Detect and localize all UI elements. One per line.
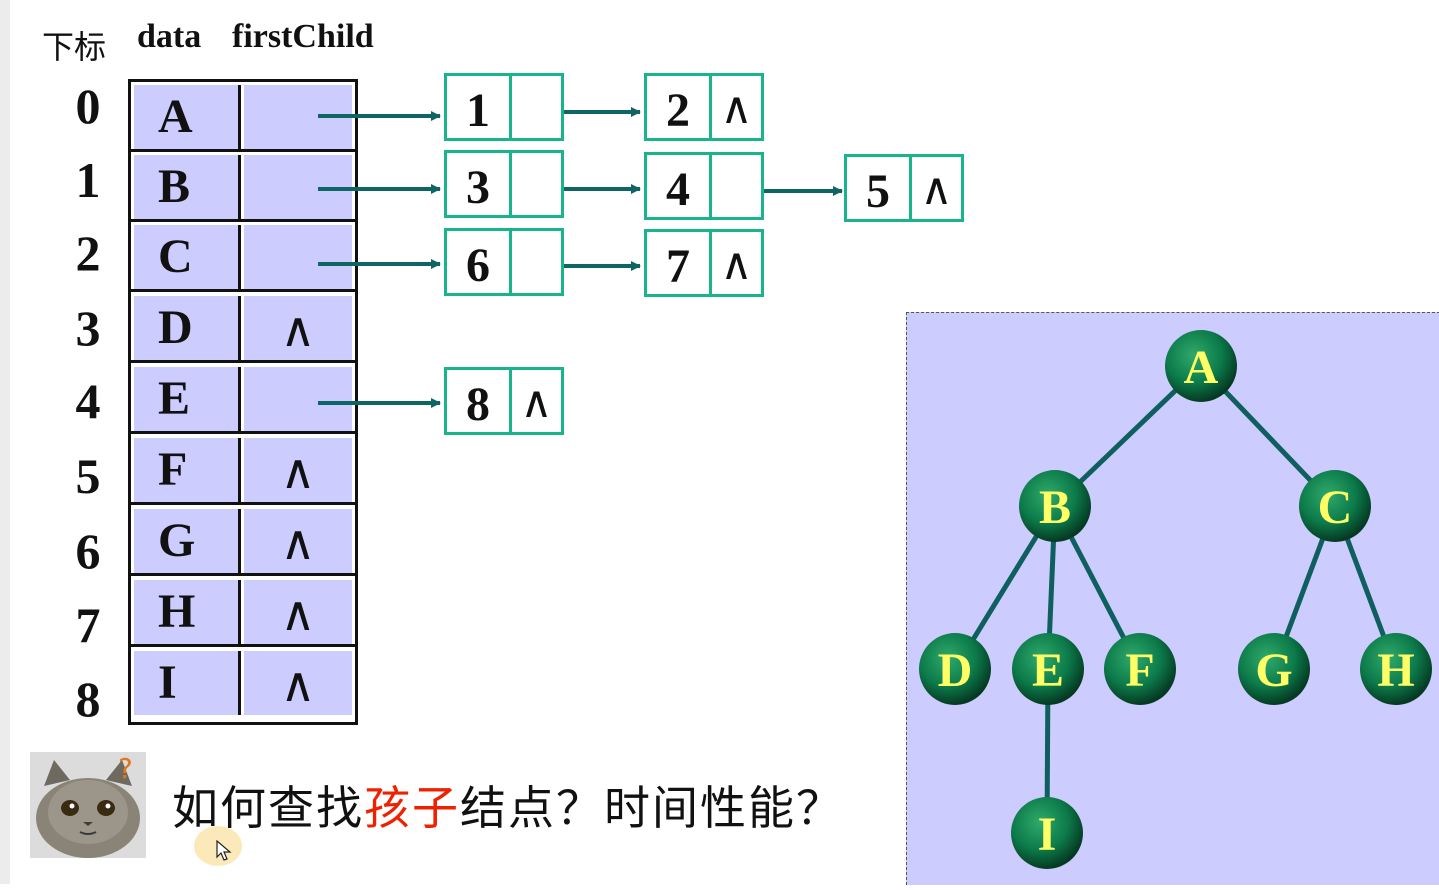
data-cell: I: [134, 651, 241, 715]
mouse-pointer-icon: [216, 840, 232, 861]
child-node: 1: [444, 73, 564, 141]
row-index-3: 3: [75, 300, 101, 356]
child-node-value: 2: [647, 76, 712, 138]
first-child-cell: [244, 225, 352, 289]
tree-node-a: A: [1165, 330, 1237, 402]
first-child-cell: ∧: [244, 651, 352, 715]
data-cell: H: [134, 580, 241, 644]
node-table: A B C D ∧ E F ∧ G ∧ H ∧ I ∧: [128, 79, 358, 725]
data-cell: B: [134, 155, 241, 219]
child-node-next-null: ∧: [720, 239, 753, 290]
cat-photo: ?: [30, 752, 146, 858]
data-cell: D: [134, 296, 241, 360]
first-child-cell: [244, 367, 352, 431]
tree-node-e: E: [1012, 633, 1084, 705]
tree-node-i: I: [1011, 797, 1083, 869]
child-node: 5 ∧: [844, 154, 964, 222]
tree-node-label: C: [1318, 481, 1353, 534]
tree-diagram: A B C D E F G H I: [919, 330, 1432, 869]
svg-text:?: ?: [118, 752, 133, 785]
row-index-2: 2: [75, 225, 101, 281]
row-index-4: 4: [75, 373, 101, 429]
child-node-next-null: ∧: [720, 83, 753, 134]
row-index-0: 0: [75, 78, 101, 134]
tree-node-f: F: [1104, 633, 1176, 705]
header-index-label: 下标: [42, 28, 107, 66]
question-part-2: 结点？时间性能？: [460, 781, 844, 835]
row-index-5: 5: [75, 448, 101, 504]
child-node-value: 4: [647, 155, 712, 217]
tree-node-label: A: [1184, 341, 1219, 394]
table-row: F ∧: [131, 435, 355, 505]
tree-node-h: H: [1360, 633, 1432, 705]
child-node-value: 7: [647, 232, 712, 294]
child-node-value: 5: [847, 157, 912, 219]
first-child-cell: ∧: [244, 580, 352, 644]
row-index-1: 1: [75, 152, 101, 208]
table-row: I ∧: [131, 648, 355, 715]
data-cell: G: [134, 509, 241, 573]
first-child-cell: ∧: [244, 509, 352, 573]
table-row: D ∧: [131, 293, 355, 363]
tree-node-g: G: [1238, 633, 1310, 705]
first-child-cell: ∧: [244, 296, 352, 360]
child-node-next: [712, 155, 761, 217]
tree-node-label: F: [1125, 644, 1154, 697]
header-first-child-label: firstChild: [232, 18, 374, 55]
tree-node-label: G: [1255, 644, 1292, 697]
table-row: G ∧: [131, 506, 355, 576]
question-part-1: 如何查找: [172, 781, 364, 835]
tree-node-d: D: [919, 633, 991, 705]
table-row: C: [131, 222, 355, 292]
tree-node-b: B: [1019, 470, 1091, 542]
question-highlight: 孩子: [364, 781, 460, 835]
tree-node-label: I: [1038, 808, 1057, 861]
tree-node-label: H: [1377, 644, 1414, 697]
question-text: 如何查找孩子结点？时间性能？: [172, 772, 844, 838]
tree-node-c: C: [1299, 470, 1371, 542]
data-cell: F: [134, 438, 241, 502]
data-cell: E: [134, 367, 241, 431]
child-node: 2 ∧: [644, 73, 764, 141]
tree-node-label: D: [938, 644, 973, 697]
row-index-6: 6: [75, 523, 101, 579]
slide-edge: [0, 0, 10, 884]
data-cell: C: [134, 225, 241, 289]
table-row: H ∧: [131, 577, 355, 647]
table-row: E: [131, 364, 355, 434]
child-node: 4: [644, 152, 764, 220]
child-node-next: [512, 153, 561, 215]
tree-panel: A B C D E F G H I: [906, 312, 1439, 885]
first-child-cell: ∧: [244, 438, 352, 502]
child-node: 8 ∧: [444, 367, 564, 435]
row-index-8: 8: [75, 671, 101, 727]
child-node-value: 1: [447, 76, 512, 138]
tree-node-label: B: [1039, 481, 1071, 534]
child-node-next-null: ∧: [920, 164, 953, 215]
child-node-next: [512, 76, 561, 138]
child-node: 6: [444, 228, 564, 296]
row-index-7: 7: [75, 597, 101, 653]
tree-node-label: E: [1032, 644, 1064, 697]
header-data-label: data: [137, 18, 202, 55]
child-node-value: 6: [447, 231, 512, 293]
child-node-value: 8: [447, 370, 512, 432]
child-node-next-null: ∧: [520, 377, 553, 428]
data-cell: A: [134, 85, 241, 149]
child-node: 7 ∧: [644, 229, 764, 297]
child-node-value: 3: [447, 153, 512, 215]
child-node-next: [512, 231, 561, 293]
child-node: 3: [444, 150, 564, 218]
